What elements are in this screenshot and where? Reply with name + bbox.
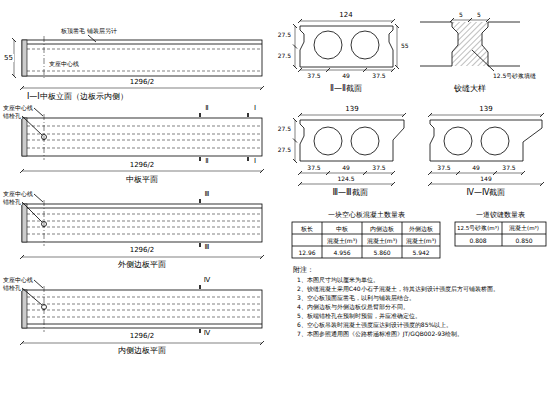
note-heading: 附注：	[292, 266, 315, 274]
inner-edge-slab-section	[430, 115, 542, 184]
note-text: 2、铰缝混凝土采用C40小石子混凝土，待其达到设计强度后方可铺装桥面。	[296, 285, 500, 292]
view-title: Ⅰ—Ⅰ中板立面（边板示内侧）	[26, 92, 129, 102]
table-title: 一道铰缝数量表	[475, 211, 526, 219]
table-cell: 中板	[335, 225, 349, 232]
table-cell: 12.5号砂浆(m³)	[456, 225, 500, 232]
table-cell: 板长	[300, 225, 314, 232]
part-label: 锚栓孔	[2, 198, 22, 205]
table-cell: 混凝土(m³)	[326, 237, 359, 244]
note-text: 板顶凿毛 铺装层另计	[60, 27, 118, 34]
section-mark: Ⅰ	[253, 157, 257, 165]
dimension-text: 37.5	[501, 164, 516, 171]
table-cell: 0.850	[514, 237, 533, 244]
part-label: 锚栓孔	[2, 112, 22, 119]
part-label: 锚栓孔	[2, 284, 22, 291]
table-title: 一块空心板混凝土数量表	[327, 211, 406, 219]
dimension-text: 37.5	[371, 72, 386, 79]
section-mark: Ⅲ	[204, 190, 211, 198]
dimension-text: 1296/2	[129, 78, 156, 86]
section-mark: Ⅰ	[253, 104, 257, 112]
dimension-text: 139	[478, 105, 493, 113]
middle-slab-section	[295, 21, 397, 70]
elevation-view	[14, 35, 262, 88]
view-title: 中板平面	[125, 175, 159, 185]
table-cell: 12.96	[297, 249, 316, 256]
dimension-text: 5	[476, 11, 482, 18]
view-title: Ⅳ—Ⅳ截面	[466, 188, 507, 198]
hinge-joint-detail	[420, 20, 520, 71]
note-text: 5、板端锚栓孔在预制时预留，并应准确定位。	[296, 312, 422, 319]
dimension-text: 49	[341, 72, 351, 79]
section-mark: Ⅱ	[204, 104, 209, 112]
inner-edge-slab-plan	[22, 280, 262, 343]
note-text: 7、本图参照通用图《公路桥涵标准图》JT/GQB002-93绘制。	[296, 330, 464, 337]
dimension-text: 37.5	[306, 164, 321, 171]
table-cell: 5.860	[372, 249, 391, 256]
view-title: Ⅲ—Ⅲ截面	[331, 188, 368, 198]
dimension-text: 149	[479, 175, 492, 182]
dimension-text: 37.5	[371, 164, 386, 171]
part-label: 支座中心线	[2, 276, 34, 283]
view-title: 内侧边板平面	[117, 346, 167, 356]
section-mark: Ⅳ	[203, 276, 211, 284]
section-mark: Ⅱ	[204, 157, 209, 165]
quantity-tables	[292, 222, 546, 258]
part-label: 支座中心线	[2, 104, 34, 111]
middle-slab-plan	[22, 108, 262, 171]
table-cell: 4.956	[332, 249, 351, 256]
section-mark: Ⅲ	[204, 243, 211, 251]
dimension-text: 124	[338, 11, 353, 19]
view-title: 外侧边板平面	[117, 260, 167, 270]
table-cell: 外侧边板	[408, 225, 434, 232]
outer-edge-slab-section	[295, 115, 404, 184]
part-label: 12.5号砂浆填缝	[492, 72, 537, 79]
note-text: 3、空心板顶面应凿毛，以利与铺装层结合。	[296, 294, 416, 301]
dimension-text: 5	[458, 11, 464, 18]
table-cell: 5.942	[411, 249, 430, 256]
table-cell: 混凝土(m³)	[508, 225, 540, 232]
dimension-text: 27.5	[277, 125, 292, 132]
dimension-text: 1296/2	[129, 246, 156, 254]
view-title: Ⅱ—Ⅱ截面	[329, 84, 363, 94]
table-cell: 混凝土(m³)	[366, 237, 399, 244]
dimension-text: 37.5	[306, 72, 321, 79]
dimension-text: 139	[344, 105, 359, 113]
table-cell: 内侧边板	[369, 225, 395, 232]
dimension-text: 1296/2	[129, 332, 156, 340]
table-cell: 0.808	[468, 237, 487, 244]
table-cell: 混凝土(m³)	[405, 237, 438, 244]
note-text: 1、本图尺寸均以厘米为单位。	[296, 276, 380, 283]
note-text: 4、内侧边板与外侧边板仅悬臂部分不同。	[296, 303, 410, 310]
dimension-text: 55	[400, 42, 410, 49]
dimension-text: 27.5	[277, 31, 292, 38]
dimension-text: 55	[3, 54, 14, 62]
view-title: 铰缝大样	[453, 84, 487, 94]
outer-edge-slab-plan	[22, 194, 262, 257]
note-text: 6、空心板吊装时混凝土强度应达到设计强度的85%以上。	[296, 321, 453, 328]
dimension-text: 37.5	[436, 164, 451, 171]
dimension-text: 27.5	[277, 52, 292, 59]
section-mark: Ⅳ	[203, 329, 211, 337]
part-label: 支座中心线	[2, 190, 34, 197]
dimension-text: 27.5	[277, 146, 292, 153]
dimension-text: 49	[341, 164, 351, 171]
dimension-text: 49	[471, 164, 481, 171]
dimension-text: 124.5	[336, 175, 355, 182]
dimension-text: 1296/2	[129, 161, 156, 169]
part-label: 支座中心线	[48, 60, 80, 67]
